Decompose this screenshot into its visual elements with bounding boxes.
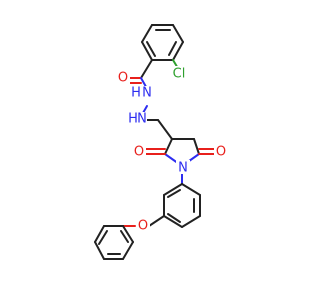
hydrazide-n2-label: N xyxy=(137,112,147,127)
chlorophenyl-ring xyxy=(141,24,184,61)
ether-c-bond xyxy=(148,215,165,227)
hydrazide-h2-label: H xyxy=(128,112,138,127)
left-ring-oxygen-label: O xyxy=(134,145,144,160)
succinimide-ring xyxy=(157,119,200,167)
molecule-diagram: O Cl N H H N O O N O xyxy=(94,24,228,260)
structure-drawing: O Cl N H H N O O N O xyxy=(94,24,228,260)
ether-oxygen-label: O xyxy=(138,219,148,234)
ring-nitrogen-label: N xyxy=(178,161,188,176)
phenyl-ring xyxy=(94,225,134,260)
phenoxy-phenyl-ring xyxy=(163,183,201,228)
chlorine-label: Cl xyxy=(173,67,186,82)
carbonyl-oxygen-label: O xyxy=(118,71,128,86)
hydrazide-n1-label: N xyxy=(142,86,152,101)
right-ring-oxygen-label: O xyxy=(216,145,226,160)
hydrazide-h1-label: H xyxy=(131,86,141,101)
